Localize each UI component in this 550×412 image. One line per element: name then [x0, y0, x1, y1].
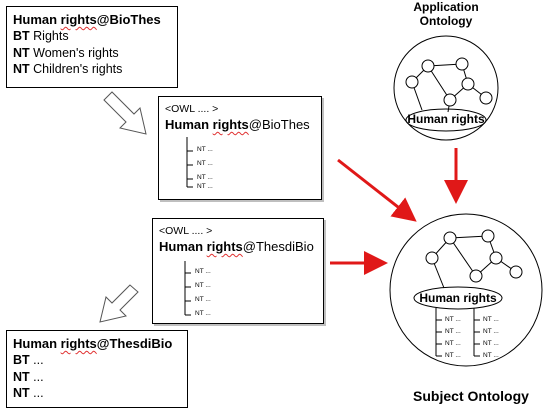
owl-biothes-header: <OWL .... >	[165, 103, 219, 115]
application-ontology-inner-label: Human rights	[407, 112, 485, 126]
subject-nt-right-item: NT ...	[483, 316, 499, 323]
owl-thesdibio-nt-item: NT ...	[195, 282, 211, 289]
owl-biothes-nt-item: NT ...	[197, 160, 213, 167]
biothes-nt-line: NT Children's rights	[13, 62, 123, 76]
subject-ontology-nodes	[425, 229, 523, 283]
biothes-nt-line: NT Women's rights	[13, 45, 119, 60]
owl-biothes-tree	[186, 137, 193, 188]
subject-ontology-circle	[389, 213, 543, 367]
thesdibio-bt-line: BT ...	[13, 353, 44, 367]
owl-thesdibio-nt-item: NT ...	[195, 310, 211, 317]
thesdibio-box: Human rights@ThesdiBio BT ... NT ... NT …	[6, 330, 188, 408]
owl-thesdibio-tree	[184, 261, 191, 316]
owl-biothes-nt-item: NT ...	[197, 174, 213, 181]
application-ontology-label: Application Ontology	[413, 0, 479, 28]
subject-nt-left-item: NT ...	[445, 328, 461, 335]
subject-nt-left-item: NT ...	[445, 340, 461, 347]
owl-biothes-nt-item: NT ...	[197, 183, 213, 190]
subject-nt-right-item: NT ...	[483, 352, 499, 359]
owl-biothes-nt-item: NT ...	[197, 146, 213, 153]
owl-biothes-document: <OWL .... > Human rights@BioThes NT ... …	[158, 96, 322, 200]
hollow-arrow-bottom	[99, 284, 139, 323]
thesdibio-box-title: Human rights@ThesdiBio	[13, 336, 173, 351]
owl-thesdibio-title: Human rights@ThesdiBio	[159, 239, 314, 254]
thesdibio-nt-line: NT ...	[13, 386, 44, 400]
owl-thesdibio-nt-item: NT ...	[195, 268, 211, 275]
owl-thesdibio-nt-item: NT ...	[195, 296, 211, 303]
biothes-bt-line: BT Rights	[13, 29, 69, 43]
application-ontology-circle	[393, 35, 499, 141]
hollow-arrow-top	[103, 91, 147, 135]
red-arrow-owl-biothes-to-subject	[337, 158, 417, 222]
owl-thesdibio-document: <OWL .... > Human rights@ThesdiBio NT ..…	[152, 218, 324, 324]
subject-ontology-label: Subject Ontology	[413, 388, 529, 404]
thesdibio-nt-line: NT ...	[13, 369, 44, 384]
subject-nt-right-item: NT ...	[483, 340, 499, 347]
owl-biothes-title: Human rights@BioThes	[165, 117, 310, 132]
subject-nt-left-item: NT ...	[445, 352, 461, 359]
application-ontology-nodes	[405, 57, 493, 107]
subject-ontology-inner-label: Human rights	[419, 291, 497, 305]
biothes-box-title: Human rights@BioThes	[13, 12, 161, 27]
subject-nt-right-item: NT ...	[483, 328, 499, 335]
subject-nt-left-item: NT ...	[445, 316, 461, 323]
owl-thesdibio-header: <OWL .... >	[159, 225, 213, 237]
biothes-box: Human rights@BioThes BT Rights NT Women'…	[6, 6, 178, 88]
